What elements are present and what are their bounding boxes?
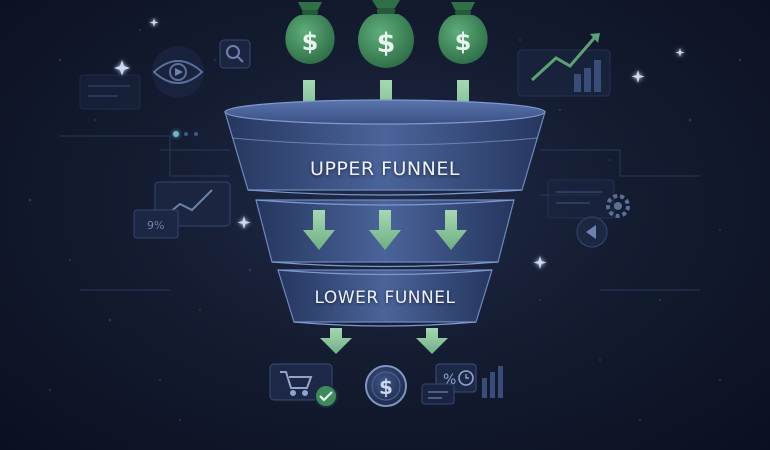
lower-funnel	[277, 269, 493, 327]
money-bags: $ $ $	[285, 0, 488, 68]
right-growth-widget	[517, 33, 611, 97]
coin-widget: $	[365, 365, 407, 407]
down-arrow-icon	[435, 210, 467, 250]
money-bag-left: $	[285, 2, 335, 64]
upper-funnel-label: UPPER FUNNEL	[310, 158, 460, 180]
dollar-money-bag-icon: $	[302, 28, 319, 56]
money-bag-right: $	[438, 2, 488, 64]
magnifier-icon	[226, 45, 240, 59]
gear-icon	[606, 194, 630, 218]
left-growth-widget: 9%	[133, 181, 231, 239]
down-arrow-icon	[416, 328, 448, 354]
lower-funnel-label: LOWER FUNNEL	[314, 288, 456, 308]
down-arrow-icon	[303, 210, 335, 250]
left-percent-text: 9%	[147, 219, 164, 232]
dollar-money-bag-icon: $	[377, 28, 396, 59]
checkmark-icon	[319, 391, 333, 402]
gear-widget	[606, 194, 630, 218]
sparkles	[114, 18, 685, 269]
upper-funnel	[224, 99, 546, 196]
eye-widget	[152, 46, 204, 98]
magnifier-widget	[219, 39, 251, 69]
circuit-nodes	[173, 131, 198, 137]
down-arrow-icon	[320, 328, 352, 354]
clock-icon	[458, 370, 474, 386]
growth-arrow-icon	[530, 35, 598, 82]
play-widget	[576, 216, 608, 248]
right-panel-mid	[547, 179, 615, 219]
bottom-arrows	[320, 328, 448, 354]
shopping-cart-icon	[280, 371, 313, 396]
dollar-coin-icon: $	[379, 375, 393, 399]
cart-widget	[269, 363, 338, 408]
eye-icon	[152, 60, 204, 84]
left-panel-top	[79, 74, 141, 110]
down-arrow-icon	[369, 210, 401, 250]
percent-clock-widget: %	[421, 363, 503, 405]
middle-arrows	[303, 210, 467, 250]
money-bag-center: $	[358, 0, 414, 68]
dollar-money-bag-icon: $	[455, 28, 472, 56]
